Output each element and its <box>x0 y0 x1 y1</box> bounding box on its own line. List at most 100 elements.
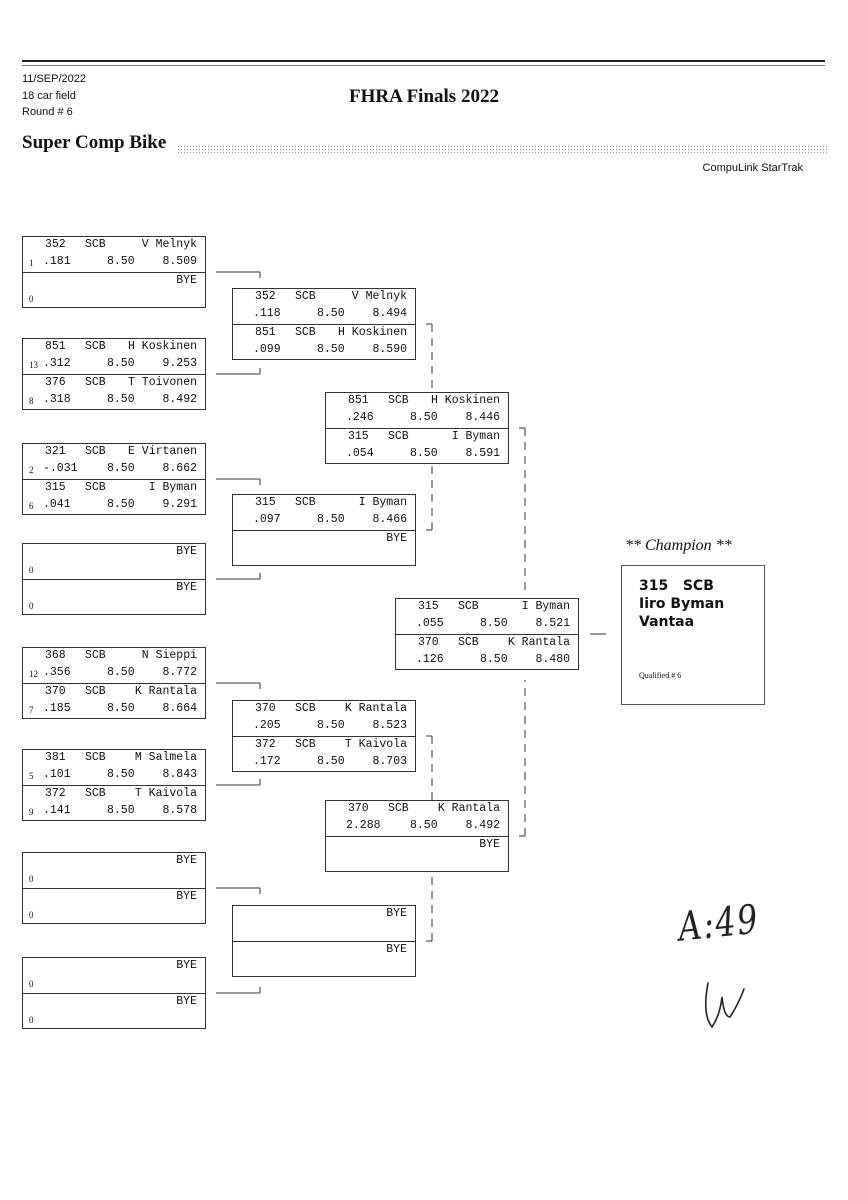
elapsed-time: 8.843 <box>162 768 197 781</box>
class-code: SCB <box>458 600 479 613</box>
software-credit: CompuLink StarTrak <box>702 162 803 174</box>
dial-in: 8.50 <box>107 804 135 817</box>
handwritten-signature <box>672 905 782 1050</box>
elapsed-time: 8.703 <box>372 755 407 768</box>
qualifying-seed: 1 <box>29 258 34 268</box>
champion-name: Iiro Byman <box>639 596 725 612</box>
class-code: SCB <box>295 290 316 303</box>
racer-name: T Toivonen <box>127 376 197 389</box>
class-code: SCB <box>85 751 106 764</box>
dial-in: 8.50 <box>107 462 135 475</box>
class-code: SCB <box>295 702 316 715</box>
reaction-time: .185 <box>43 702 71 715</box>
racer-name: V Melnyk <box>141 238 197 251</box>
car-number: 851 <box>255 326 276 339</box>
class-code: SCB <box>458 636 479 649</box>
racer-entry: BYE <box>326 837 508 872</box>
reaction-time: .041 <box>43 498 71 511</box>
class-code: SCB <box>85 376 106 389</box>
car-number: 376 <box>45 376 66 389</box>
dial-in: 8.50 <box>107 666 135 679</box>
elapsed-time: 8.772 <box>162 666 197 679</box>
racer-name: BYE <box>176 890 197 903</box>
racer-name: T Kaivola <box>344 738 407 751</box>
reaction-time: .141 <box>43 804 71 817</box>
dial-in: 8.50 <box>317 719 345 732</box>
event-class-title: Super Comp Bike <box>22 132 167 153</box>
dial-in: 8.50 <box>107 768 135 781</box>
page-title: FHRA Finals 2022 <box>349 86 499 107</box>
car-number: 851 <box>348 394 369 407</box>
reaction-time: .172 <box>253 755 281 768</box>
champion-car-class: 315 SCB <box>639 578 714 594</box>
class-code: SCB <box>85 445 106 458</box>
qualifying-seed: 6 <box>29 501 34 511</box>
qualifying-seed: 13 <box>29 360 38 370</box>
qualifying-seed: 0 <box>29 874 34 884</box>
field-size: 18 car field <box>22 90 76 102</box>
reaction-time: .126 <box>416 653 444 666</box>
class-code: SCB <box>388 430 409 443</box>
racer-name: K Rantala <box>507 636 570 649</box>
qualifying-seed: 0 <box>29 601 34 611</box>
class-code: SCB <box>388 394 409 407</box>
car-number: 368 <box>45 649 66 662</box>
car-number: 352 <box>45 238 66 251</box>
champion-city: Vantaa <box>639 614 695 630</box>
car-number: 352 <box>255 290 276 303</box>
qualifying-seed: 7 <box>29 705 34 715</box>
elapsed-time: 9.253 <box>162 357 197 370</box>
racer-name: BYE <box>176 959 197 972</box>
elapsed-time: 9.291 <box>162 498 197 511</box>
elapsed-time: 8.480 <box>535 653 570 666</box>
racer-name: K Rantala <box>134 685 197 698</box>
racer-name: BYE <box>386 532 407 545</box>
qualifying-seed: 0 <box>29 1015 34 1025</box>
racer-name: BYE <box>176 581 197 594</box>
racer-name: T Kaivola <box>134 787 197 800</box>
dial-in: 8.50 <box>317 307 345 320</box>
racer-name: H Koskinen <box>127 340 197 353</box>
elapsed-time: 8.446 <box>465 411 500 424</box>
reaction-time: .099 <box>253 343 281 356</box>
car-number: 372 <box>255 738 276 751</box>
reaction-time: .205 <box>253 719 281 732</box>
header-rule-thin <box>22 65 825 66</box>
racer-name: I Byman <box>451 430 500 443</box>
racer-name: K Rantala <box>344 702 407 715</box>
car-number: 315 <box>255 496 276 509</box>
car-number: 321 <box>45 445 66 458</box>
reaction-time: .312 <box>43 357 71 370</box>
class-code: SCB <box>295 326 316 339</box>
dial-in: 8.50 <box>107 702 135 715</box>
racer-entry: BYE 0 <box>23 580 205 615</box>
dial-in: 8.50 <box>480 653 508 666</box>
car-number: 381 <box>45 751 66 764</box>
racer-name: BYE <box>176 995 197 1008</box>
car-number: 851 <box>45 340 66 353</box>
round-number: Round # 6 <box>22 106 73 118</box>
elapsed-time: 8.662 <box>162 462 197 475</box>
reaction-time: .181 <box>43 255 71 268</box>
qualifying-seed: 8 <box>29 396 34 406</box>
qualifying-seed: 5 <box>29 771 34 781</box>
